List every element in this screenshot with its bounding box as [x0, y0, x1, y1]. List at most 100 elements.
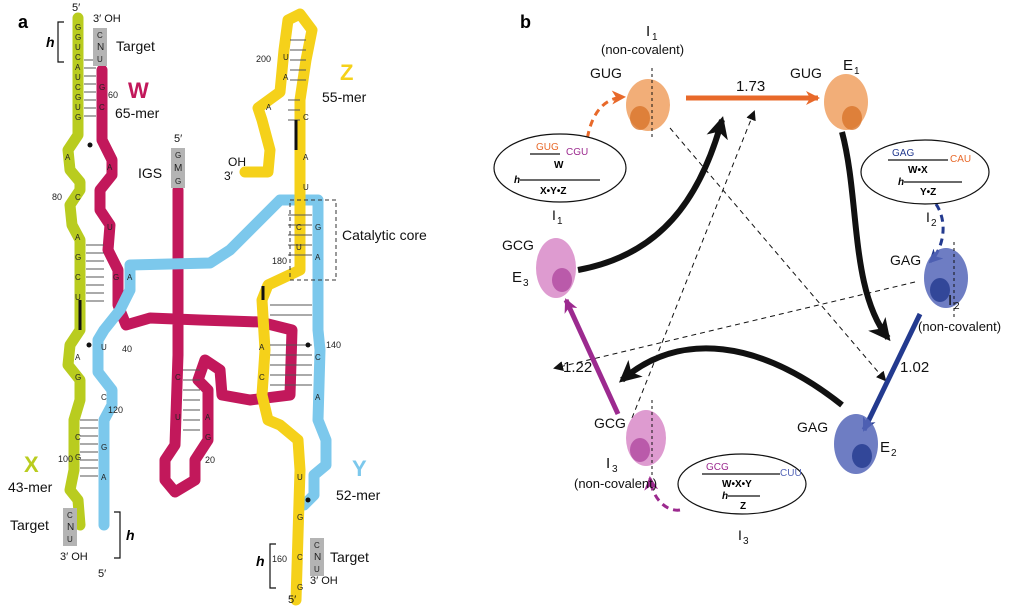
svg-text:X•Y•Z: X•Y•Z: [540, 186, 566, 197]
svg-text:CUU: CUU: [780, 468, 802, 479]
svg-text:M: M: [174, 163, 182, 174]
pos-60: 60: [108, 90, 118, 100]
target-label-br: Target: [330, 549, 369, 565]
strand-x-length: 43-mer: [8, 479, 53, 495]
triplet-e2: GAG: [797, 419, 828, 435]
h-bracket-br: h: [256, 543, 276, 589]
svg-text:G: G: [297, 513, 303, 522]
svg-text:A: A: [259, 343, 265, 352]
big-arrows: [577, 116, 891, 408]
pair-dots: [86, 142, 311, 503]
pos-120: 120: [108, 405, 123, 415]
state-i2-label: I 2 (non-covalent): [918, 292, 1001, 334]
state-i3-label: I 3 (non-covalent): [574, 455, 657, 491]
svg-text:E: E: [880, 439, 890, 456]
svg-text:GAG: GAG: [892, 148, 914, 159]
panel-b: b 1.73 1.02 1.22: [493, 12, 1001, 547]
svg-text:3: 3: [743, 536, 749, 547]
svg-text:N: N: [67, 522, 74, 533]
svg-text:A: A: [303, 153, 309, 162]
pos-20: 20: [205, 455, 215, 465]
triplet-i1: GUG: [590, 65, 622, 81]
svg-text:G: G: [175, 151, 181, 160]
pos-40: 40: [122, 344, 132, 354]
svg-text:A: A: [107, 163, 113, 172]
z-oh: OH: [228, 155, 246, 169]
svg-text:1: 1: [854, 66, 860, 77]
strand-y: [92, 194, 332, 531]
pos-160: 160: [272, 554, 287, 564]
svg-text:G: G: [99, 83, 105, 92]
pos-200: 200: [256, 54, 271, 64]
svg-text:C: C: [259, 373, 265, 382]
svg-text:C: C: [99, 103, 105, 112]
molecule-e2: [834, 414, 878, 474]
panel-a-label: a: [18, 12, 29, 32]
state-e2-label: E 2: [880, 439, 897, 459]
strand-w-letter: W: [128, 78, 149, 103]
svg-text:U: U: [75, 293, 81, 302]
svg-text:GCG: GCG: [706, 462, 729, 473]
svg-text:C: C: [75, 83, 81, 92]
strand-z-length: 55-mer: [322, 89, 367, 105]
molecule-e1: [824, 74, 868, 130]
five-prime-br: 5′: [288, 594, 296, 606]
svg-text:I: I: [646, 23, 650, 40]
svg-text:N: N: [97, 42, 104, 53]
svg-text:W•X: W•X: [908, 165, 928, 176]
pos-140: 140: [326, 340, 341, 350]
svg-text:E: E: [512, 269, 522, 286]
svg-text:U: U: [303, 183, 309, 192]
svg-text:C: C: [175, 373, 181, 382]
svg-text:A: A: [127, 273, 133, 282]
svg-text:C: C: [97, 31, 103, 40]
svg-text:Z: Z: [740, 501, 746, 512]
arrow-e2-to-e3: [618, 345, 844, 408]
svg-text:C: C: [296, 223, 302, 232]
svg-text:I: I: [552, 207, 556, 223]
triplet-e1: GUG: [790, 65, 822, 81]
rate-i3-e3: 1.22: [563, 359, 592, 376]
molecule-i1: [626, 68, 670, 140]
svg-text:E: E: [843, 57, 853, 74]
svg-text:W: W: [554, 160, 564, 171]
svg-text:G: G: [75, 253, 81, 262]
svg-text:I: I: [738, 527, 742, 543]
strand-w-length: 65-mer: [115, 105, 160, 121]
panel-a: a: [8, 2, 427, 606]
svg-text:h: h: [898, 177, 904, 188]
target-label-top: Target: [116, 38, 155, 54]
catalytic-core-box: [289, 199, 337, 281]
svg-text:A: A: [315, 393, 321, 402]
igs-box: G M G: [171, 148, 185, 188]
state-i1-label: I 1 (non-covalent): [601, 23, 684, 57]
arrow-i2-to-e2: [861, 312, 923, 432]
svg-text:2: 2: [954, 301, 960, 312]
svg-text:A: A: [101, 473, 107, 482]
svg-text:U: U: [107, 223, 113, 232]
svg-text:U: U: [283, 53, 289, 62]
svg-text:W•X•Y: W•X•Y: [722, 479, 752, 490]
svg-text:(non-covalent): (non-covalent): [574, 476, 657, 491]
svg-text:A: A: [315, 253, 321, 262]
svg-text:A: A: [283, 73, 289, 82]
svg-text:A: A: [75, 353, 81, 362]
svg-text:U: U: [67, 535, 73, 544]
catalytic-core-label: Catalytic core: [342, 227, 427, 243]
svg-text:G: G: [315, 223, 321, 232]
inset-i3: GCG CUU W•X•Y h Z I 3: [677, 453, 807, 547]
h-bracket-top: h: [46, 21, 64, 63]
svg-text:C: C: [75, 273, 81, 282]
dashed-arrow-inset1-i1: [584, 90, 626, 151]
svg-text:C: C: [75, 433, 81, 442]
stack-marks: [78, 120, 298, 330]
svg-text:C: C: [314, 541, 320, 550]
molecule-i3: [626, 400, 666, 476]
pos-100: 100: [58, 454, 73, 464]
svg-text:C: C: [303, 113, 309, 122]
svg-text:A: A: [75, 233, 81, 242]
svg-text:G: G: [205, 433, 211, 442]
state-e1-label: E 1: [843, 57, 860, 77]
